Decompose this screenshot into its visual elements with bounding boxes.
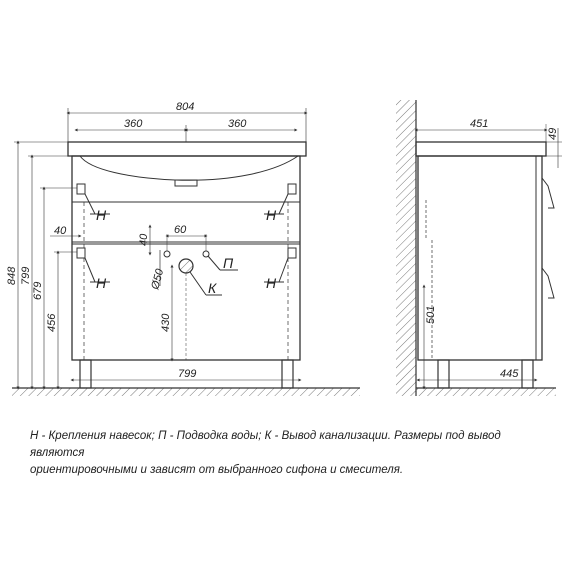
- countertop: [67, 141, 307, 157]
- side-leg-front: [521, 359, 534, 389]
- caption-line-1: Н - Крепления навесок; П - Подводка воды…: [30, 430, 501, 459]
- side-leg-back: [437, 359, 450, 389]
- label-h-bottom-left: Н: [96, 275, 107, 291]
- label-drain: К: [208, 280, 217, 296]
- label-h-top-left: Н: [96, 207, 107, 223]
- side-floor-hatch: [416, 387, 556, 396]
- handle-upper: [541, 177, 555, 209]
- hanger-bracket-top-right: [287, 183, 297, 195]
- label-h-top-right: Н: [266, 207, 277, 223]
- label-water-supply: П: [223, 255, 234, 271]
- dim-height-799: 799: [20, 267, 32, 285]
- dim-top-thickness: 49: [547, 128, 559, 140]
- dim-depth-bottom: 445: [500, 368, 519, 380]
- dim-depth-top: 451: [470, 118, 488, 130]
- dim-half-left: 360: [124, 118, 143, 130]
- wall-hatch: [396, 100, 417, 396]
- leg-right: [281, 359, 294, 389]
- basin-bowl: [79, 155, 299, 181]
- caption-line-2: ориентировочными и зависят от выбранного…: [30, 464, 404, 476]
- side-view: [396, 100, 562, 396]
- dim-height-848: 848: [6, 266, 18, 285]
- leg-left: [79, 359, 92, 389]
- handle-lower: [541, 267, 555, 299]
- dim-side-offset: 40: [54, 225, 67, 237]
- floor-hatch: [12, 387, 360, 396]
- dim-width-total: 804: [176, 101, 194, 113]
- side-view-labels: 451 49 501 445: [425, 118, 559, 380]
- water-supply-left: [163, 250, 171, 258]
- legend-caption: Н - Крепления навесок; П - Подводка воды…: [30, 428, 550, 479]
- side-countertop: [415, 141, 547, 157]
- dim-drain-height: 430: [160, 313, 172, 332]
- front-view: [12, 108, 360, 396]
- dim-top-offset: 40: [138, 233, 150, 246]
- hanger-bracket-bottom-right: [287, 247, 297, 259]
- dim-half-right: 360: [228, 118, 247, 130]
- dim-supply-height: 501: [425, 306, 437, 324]
- dim-height-456: 456: [46, 313, 58, 332]
- label-h-bottom-right: Н: [266, 275, 277, 291]
- dim-pipe-spacing: 60: [174, 224, 187, 236]
- drain-outlet: [178, 258, 194, 274]
- dim-drain-diameter: Ø50: [149, 267, 166, 292]
- hanger-bracket-top-left: [76, 183, 86, 195]
- dim-height-679: 679: [32, 282, 44, 300]
- dim-inner-width: 799: [178, 368, 196, 380]
- technical-drawing: 804 360 360 799 848 799 679 456 430 40 4…: [6, 100, 562, 396]
- front-view-labels: 804 360 360 799 848 799 679 456 430 40 4…: [6, 101, 277, 380]
- side-cabinet: [417, 155, 543, 361]
- hanger-bracket-bottom-left: [76, 247, 86, 259]
- overflow-slot: [174, 179, 198, 187]
